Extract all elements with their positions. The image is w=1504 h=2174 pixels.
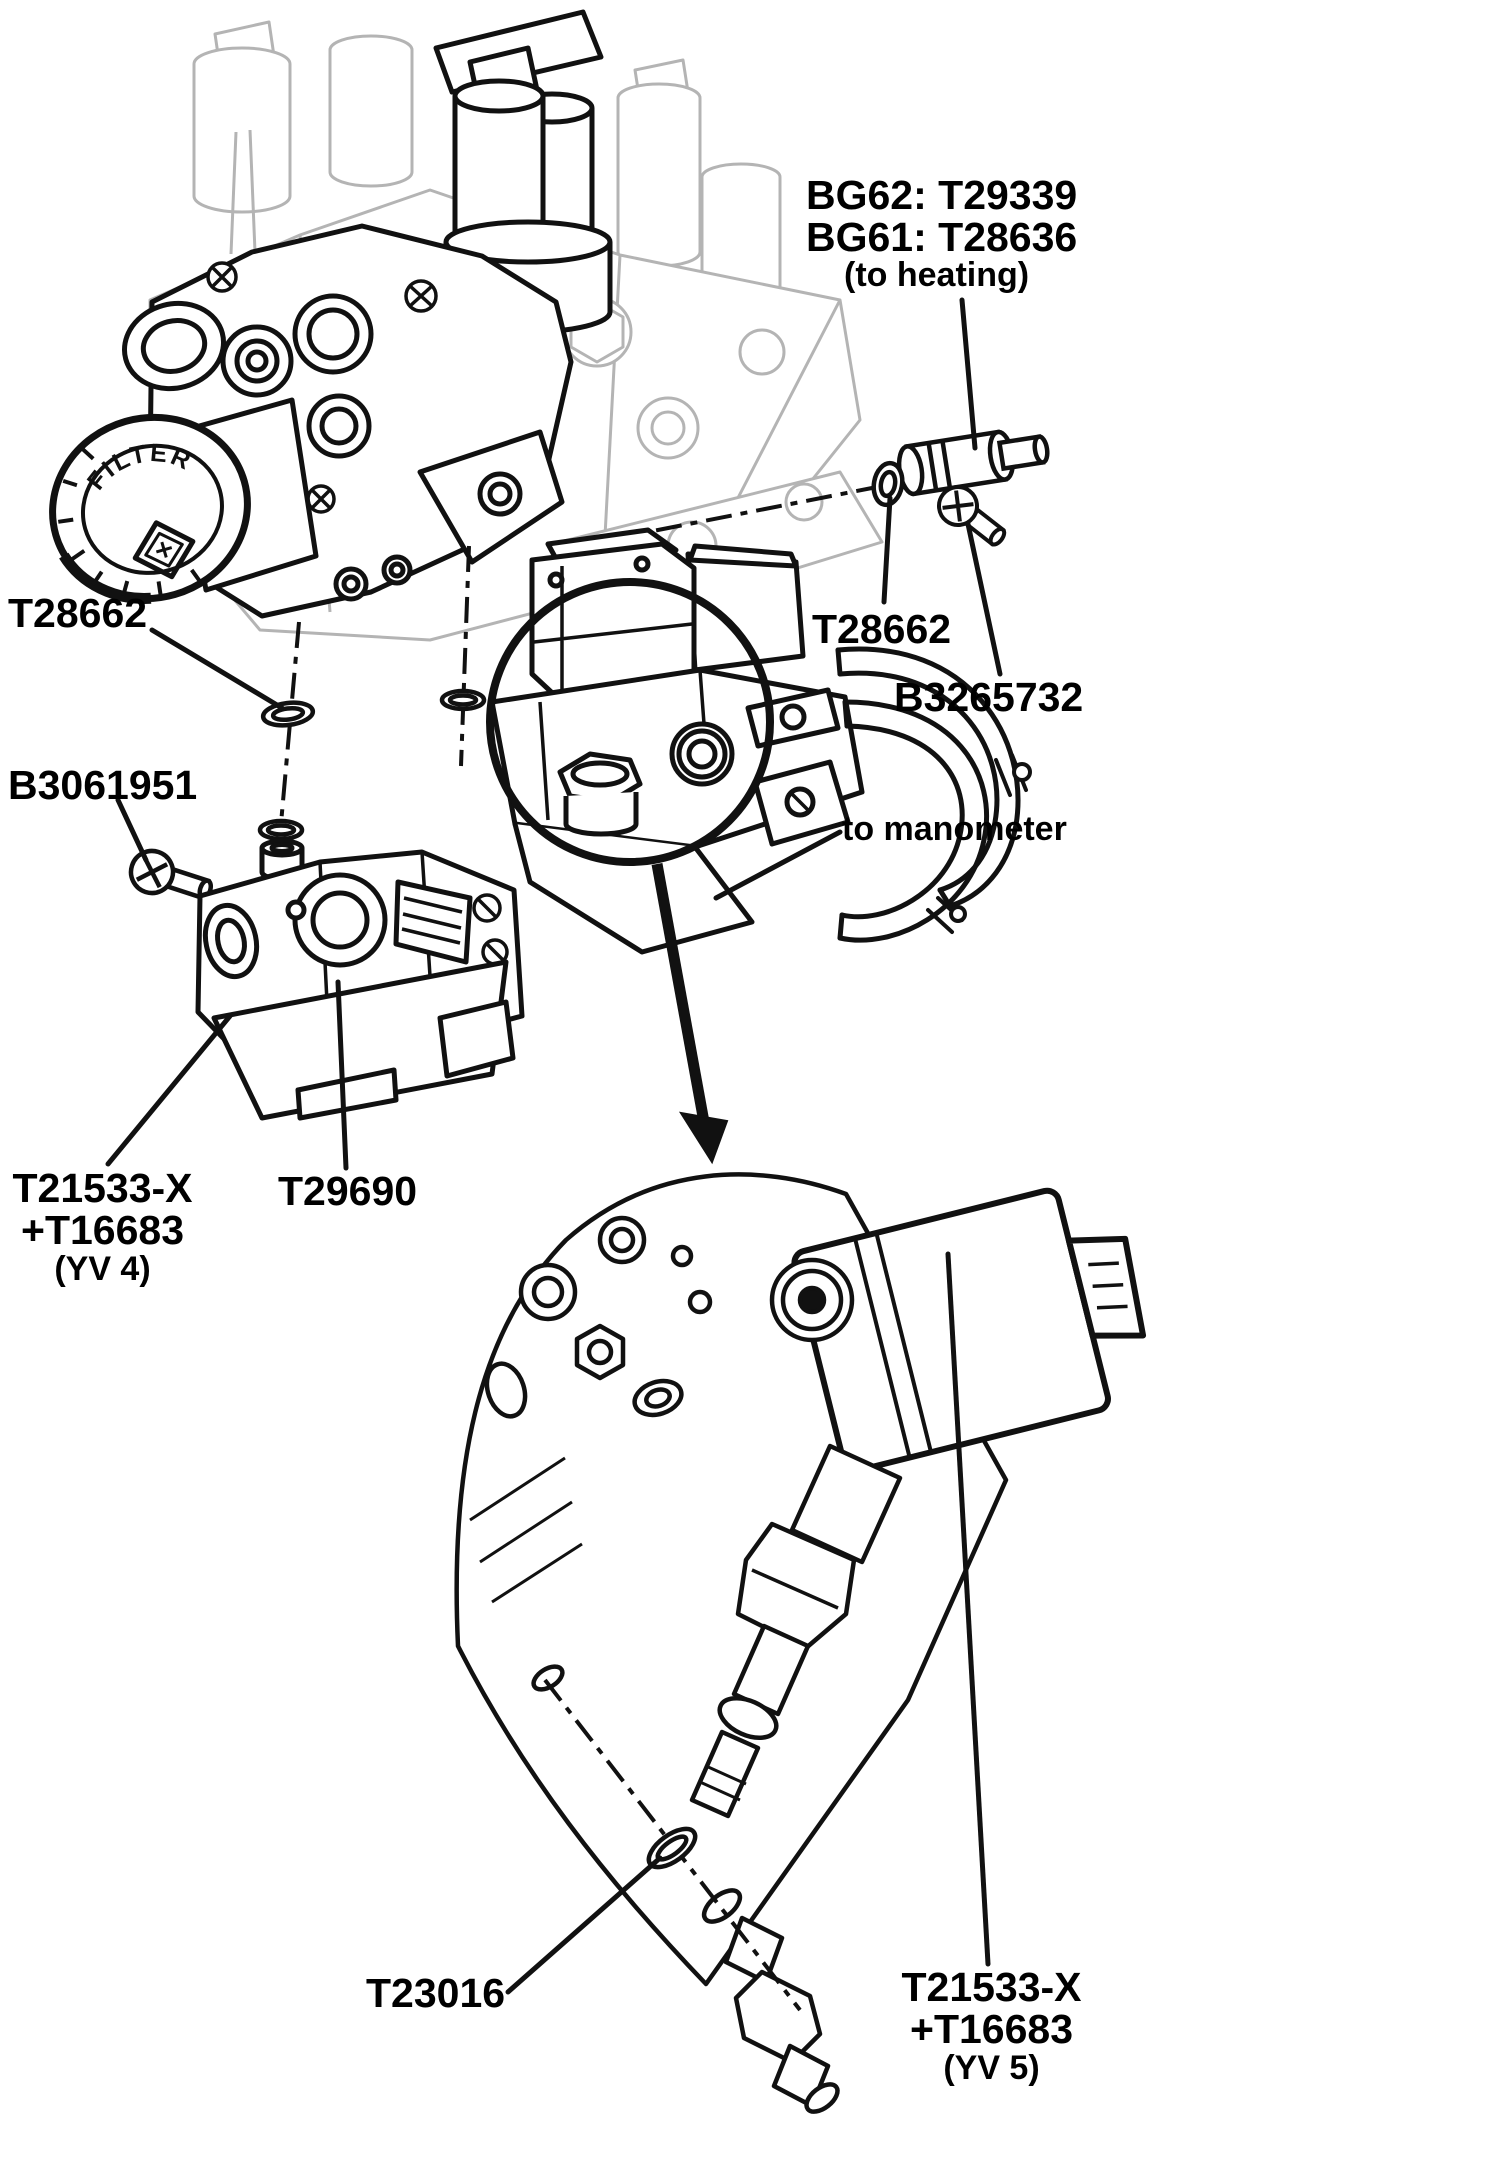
screw-b3061951-drawing xyxy=(128,848,214,901)
screw-b3265732-drawing xyxy=(937,485,1007,547)
lower-valve-block-drawing xyxy=(195,838,525,1121)
heating-fitting-drawing xyxy=(896,429,1050,497)
filter-cap-drawing: FILTER xyxy=(49,397,319,604)
oring-t28662-left-drawing xyxy=(260,700,316,728)
mid-solenoid-valve-drawing xyxy=(489,527,865,955)
magnifier-circle xyxy=(486,578,774,866)
label-yv5-ref: (YV 5) xyxy=(943,2048,1040,2087)
label-b3265732: B3265732 xyxy=(894,674,1084,720)
label-yv4-part1: T21533-X xyxy=(12,1165,193,1211)
label-t23016: T23016 xyxy=(366,1970,506,2016)
label-bg61-part: BG61: T28636 xyxy=(806,214,1078,260)
label-b3061951: B3061951 xyxy=(8,762,198,808)
label-t29690: T29690 xyxy=(278,1168,418,1214)
label-yv5-part1: T21533-X xyxy=(901,1964,1082,2010)
label-to-manometer: to manometer xyxy=(842,810,1067,848)
label-yv4-group: T21533-X +T16683 (YV 4) xyxy=(0,1165,205,1288)
label-t28662-right: T28662 xyxy=(812,606,952,652)
label-yv5-group: T21533-X +T16683 (YV 5) xyxy=(894,1964,1089,2087)
detail-view-drawing xyxy=(454,1172,1147,2114)
oring-mid-drawing xyxy=(439,688,487,712)
manometer-tubes-drawing xyxy=(835,646,1032,943)
label-yv4-part2: +T16683 xyxy=(21,1206,184,1253)
label-bg62-part: BG62: T29339 xyxy=(806,172,1078,218)
leader-lines xyxy=(105,297,1003,1995)
label-yv4-ref: (YV 4) xyxy=(54,1249,151,1288)
detail-arrow xyxy=(651,863,729,1165)
label-to-heating: (to heating) xyxy=(844,256,1030,294)
label-yv5-part2: +T16683 xyxy=(910,2005,1073,2052)
washer-t28662-right-drawing xyxy=(871,460,905,508)
label-t28662-left: T28662 xyxy=(8,590,148,636)
oring-lower-block-drawing xyxy=(257,818,305,842)
